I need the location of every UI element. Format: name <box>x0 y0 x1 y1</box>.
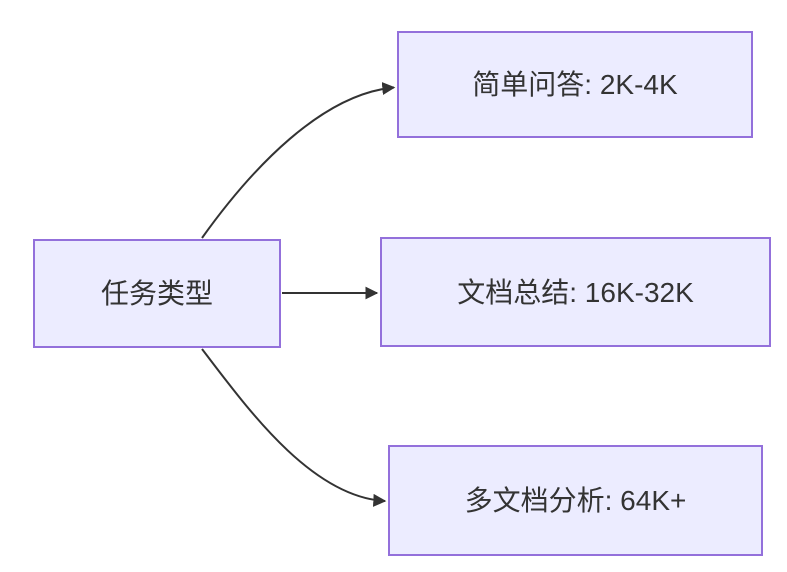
node-doc-summary: 文档总结: 16K-32K <box>380 237 771 347</box>
node-simple-qa: 简单问答: 2K-4K <box>397 31 753 138</box>
node-multi-doc-analysis: 多文档分析: 64K+ <box>388 445 763 556</box>
edge-task-type-to-simple-qa <box>201 82 396 239</box>
edge-task-type-to-multi-doc-analysis <box>201 348 387 507</box>
node-task-type: 任务类型 <box>33 239 281 348</box>
